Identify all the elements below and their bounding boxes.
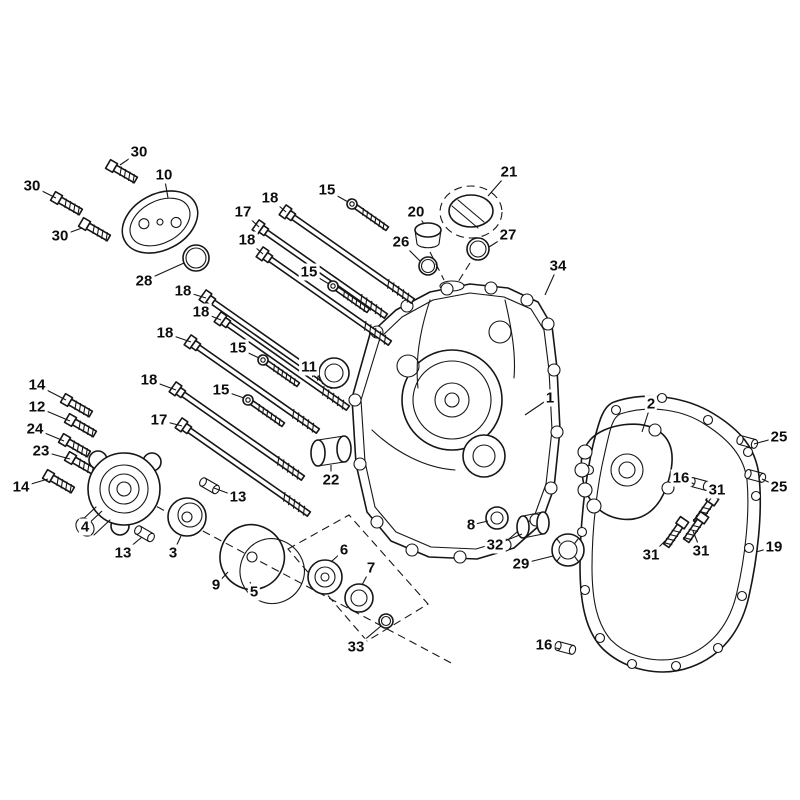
- crankcase-cover: [348, 280, 564, 564]
- bearing-detail-box: [287, 514, 429, 642]
- o-ring-33-inner: [380, 615, 392, 627]
- dowel-pin-16: [687, 476, 712, 492]
- cover-gasket: [576, 392, 762, 673]
- bearing-29: [551, 533, 585, 567]
- plug-25: [735, 434, 760, 450]
- oil-plug-20: [414, 222, 442, 249]
- oil-filler-cap: [439, 185, 503, 239]
- cooler-component: [574, 423, 675, 521]
- oil-seal-7: [344, 583, 374, 613]
- o-ring-28-inner: [185, 247, 207, 269]
- oil-pump-body: [75, 450, 162, 537]
- pump-rotor: [167, 497, 207, 537]
- breather-plate: [121, 190, 199, 254]
- oil-seal-11-inner: [324, 363, 344, 383]
- bearing-6: [307, 559, 343, 595]
- o-ring-26-inner: [420, 258, 436, 274]
- bushing-22: [310, 435, 352, 467]
- bushing-32: [516, 511, 550, 539]
- o-ring-27-inner: [469, 240, 487, 258]
- pin-13: [132, 524, 157, 544]
- pump-gasket: [239, 538, 305, 605]
- pin-13: [197, 476, 222, 496]
- pump-cover-plate: [219, 523, 286, 591]
- washer-8: [485, 506, 509, 530]
- bolt-31-group: [661, 492, 720, 550]
